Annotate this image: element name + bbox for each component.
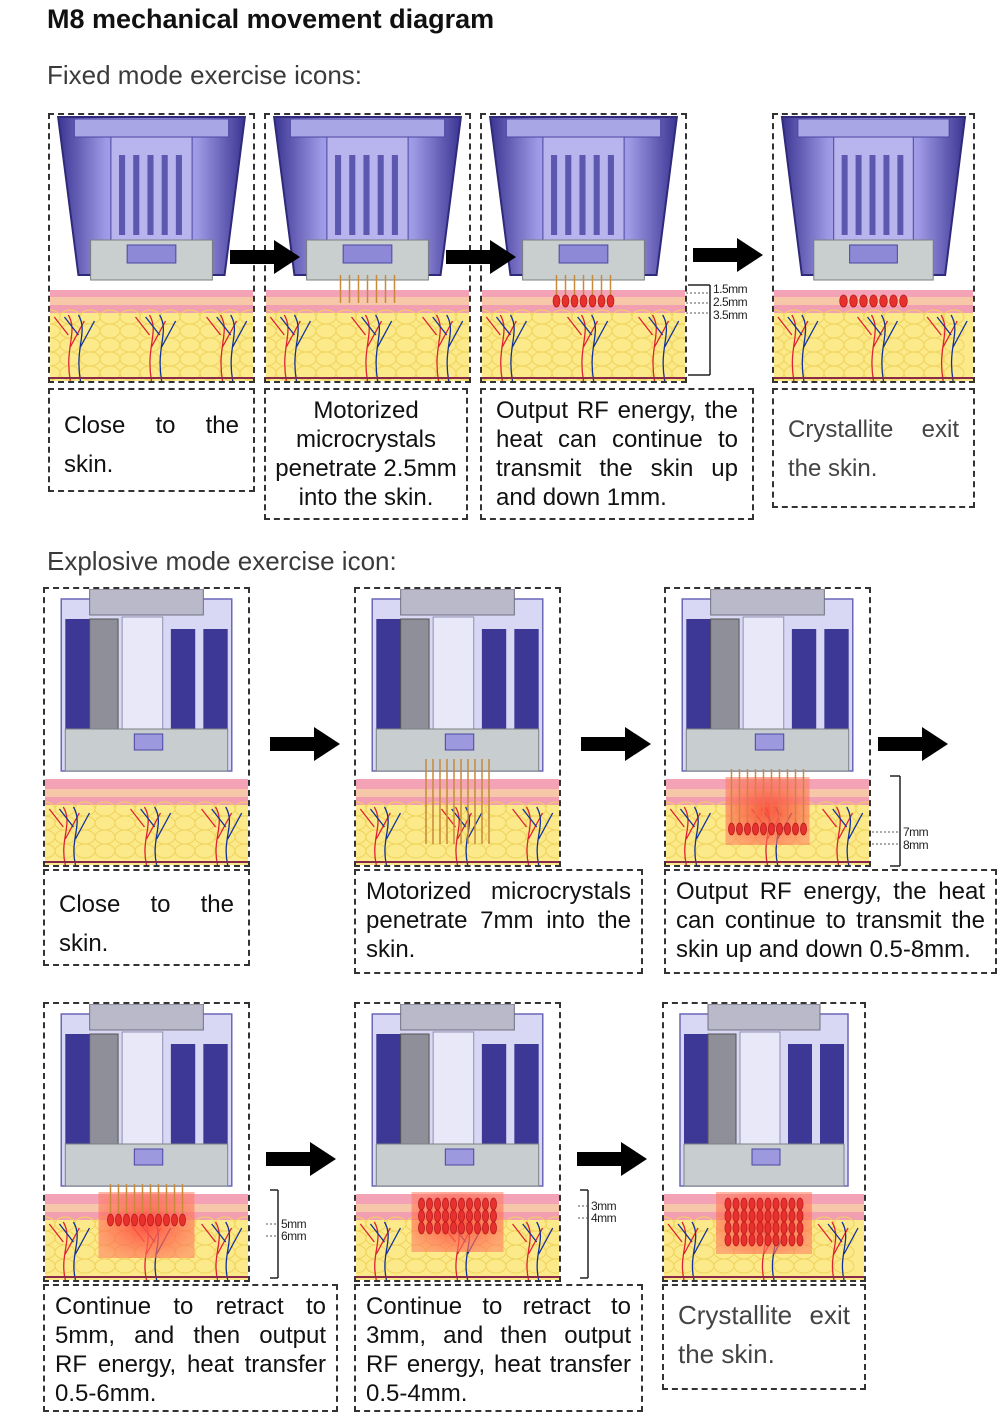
scale-label: 8mm bbox=[903, 838, 929, 852]
skin-layer-icon bbox=[50, 287, 253, 381]
rf-energy-icon bbox=[418, 1197, 497, 1235]
rf-energy-icon bbox=[728, 822, 807, 836]
fixed-step-1-caption: Close to the skin. bbox=[48, 388, 255, 492]
fixed-mode-heading: Fixed mode exercise icons: bbox=[47, 60, 363, 90]
handpiece-icon bbox=[356, 589, 559, 774]
scale-label: 4mm bbox=[591, 1211, 617, 1225]
explosive-depth-scale-5-6: 5mm 6mm bbox=[266, 1188, 326, 1283]
handpiece-icon bbox=[666, 589, 869, 774]
scale-label: 5mm bbox=[281, 1217, 307, 1231]
right-arrow-icon bbox=[577, 1142, 647, 1176]
right-arrow-icon bbox=[446, 240, 516, 274]
right-arrow-icon bbox=[266, 1142, 336, 1176]
explosive-step-3-caption: Output RF energy, the heat can continue … bbox=[664, 869, 997, 974]
fixed-step-3-image bbox=[480, 113, 687, 383]
microneedle-icon bbox=[109, 1184, 184, 1216]
handpiece-icon bbox=[50, 115, 253, 290]
rf-energy-icon bbox=[724, 1197, 804, 1247]
handpiece-icon bbox=[45, 589, 248, 774]
fixed-step-4-image bbox=[772, 113, 975, 383]
scale-label: 2.5mm bbox=[713, 295, 748, 309]
scale-label: 1.5mm bbox=[713, 282, 748, 296]
explosive-step-3-image bbox=[664, 587, 871, 867]
rf-energy-icon bbox=[98, 1192, 195, 1258]
right-arrow-icon bbox=[581, 727, 651, 761]
skin-layer-icon bbox=[356, 779, 559, 865]
handpiece-icon bbox=[664, 1004, 864, 1189]
explosive-step-2-image bbox=[354, 587, 561, 867]
explosive-step-5-caption: Continue to retract to 3mm, and then out… bbox=[354, 1284, 643, 1412]
fixed-step-4-caption: Crystallite exit the skin. bbox=[772, 388, 975, 508]
skin-layer-icon bbox=[482, 287, 685, 381]
fixed-step-2-caption: Motorized microcrystals penetrate 2.5mm … bbox=[264, 388, 468, 520]
right-arrow-icon bbox=[230, 240, 300, 274]
rf-energy-icon bbox=[839, 294, 908, 308]
fixed-step-2-image bbox=[264, 113, 471, 383]
handpiece-icon bbox=[356, 1004, 559, 1189]
explosive-step-4-caption: Continue to retract to 5mm, and then out… bbox=[43, 1284, 338, 1412]
rf-energy-icon bbox=[716, 1192, 812, 1254]
explosive-step-5-image bbox=[354, 1002, 561, 1282]
page-title: M8 mechanical movement diagram bbox=[47, 4, 495, 34]
explosive-step-2-caption: Motorized microcrystals penetrate 7mm in… bbox=[354, 869, 643, 974]
explosive-step-6-caption: Crystallite exit the skin. bbox=[662, 1284, 866, 1390]
fixed-depth-scale: 1.5mm 2.5mm 3.5mm bbox=[686, 283, 766, 383]
explosive-step-6-image bbox=[662, 1002, 866, 1282]
skin-layer-icon bbox=[45, 779, 248, 865]
rf-energy-icon bbox=[107, 1213, 186, 1227]
right-arrow-icon bbox=[878, 727, 948, 761]
right-arrow-icon bbox=[270, 727, 340, 761]
microneedle-icon bbox=[730, 769, 805, 829]
scale-label: 3.5mm bbox=[713, 308, 748, 322]
rf-energy-icon bbox=[552, 294, 615, 308]
explosive-mode-heading: Explosive mode exercise icon: bbox=[47, 546, 397, 576]
fixed-step-3-caption: Output RF energy, the heat can continue … bbox=[480, 388, 754, 520]
explosive-depth-scale-7-8: 7mm 8mm bbox=[872, 774, 942, 874]
explosive-step-1-image bbox=[43, 587, 250, 867]
scale-label: 7mm bbox=[903, 825, 929, 839]
scale-label: 6mm bbox=[281, 1229, 307, 1243]
handpiece-icon bbox=[482, 115, 685, 290]
microneedle-icon bbox=[555, 275, 612, 295]
handpiece-icon bbox=[266, 115, 469, 290]
right-arrow-icon bbox=[693, 238, 763, 272]
scale-label: 3mm bbox=[591, 1199, 617, 1213]
microneedle-icon bbox=[425, 759, 490, 844]
explosive-depth-scale-3-4: 3mm 4mm bbox=[578, 1188, 638, 1283]
rf-energy-icon bbox=[411, 1192, 504, 1252]
microneedle-icon bbox=[339, 275, 396, 303]
explosive-step-1-caption: Close to the skin. bbox=[43, 869, 250, 966]
handpiece-icon bbox=[45, 1004, 248, 1189]
fixed-step-1-image bbox=[48, 113, 255, 383]
handpiece-icon bbox=[774, 115, 973, 290]
explosive-step-4-image bbox=[43, 1002, 250, 1282]
